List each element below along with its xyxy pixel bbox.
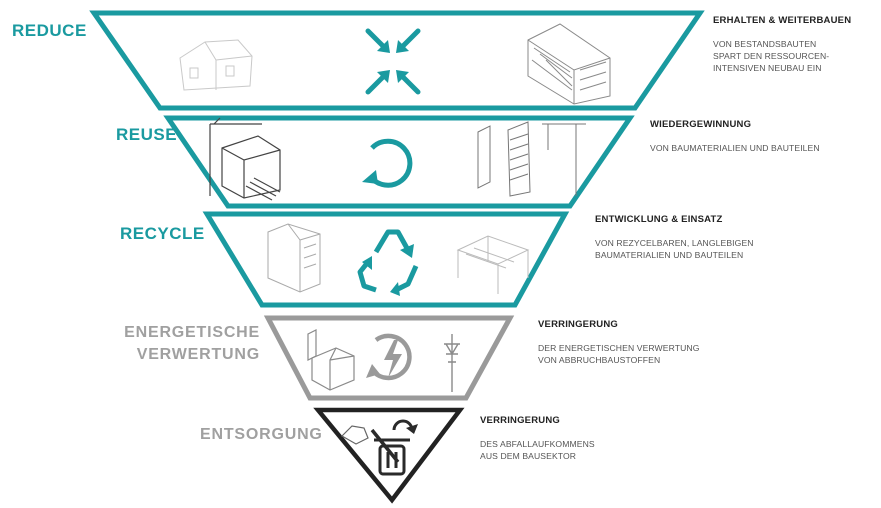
description-body: DES ABFALLAUFKOMMENS AUS DEM BAUSEKTOR (480, 438, 670, 462)
recycled-material-sketch (267, 223, 321, 293)
level-label-line: REDUCE (12, 21, 87, 40)
description-heading: WIEDERGEWINNUNG (650, 119, 752, 130)
description-line: VON BESTANDSBAUTEN (713, 39, 817, 49)
description-body: DER ENERGETISCHEN VERWERTUNG VON ABBRUCH… (538, 342, 728, 366)
description-line: VON BAUMATERIALIEN UND BAUTEILEN (650, 143, 820, 153)
description-line: VON REZYCELBAREN, LANGLEBIGEN (595, 238, 754, 248)
level-label-energetische-verwertung: ENERGETISCHE VERWERTUNG (112, 322, 260, 366)
description-line: DER ENERGETISCHEN VERWERTUNG (538, 343, 700, 353)
description-heading: VERRINGERUNG (538, 319, 618, 330)
level-label-entsorgung: ENTSORGUNG (200, 424, 323, 446)
level-label-line: RECYCLE (120, 224, 205, 243)
power-pylon-icon (444, 334, 460, 392)
compress-arrows-icon (365, 28, 421, 95)
rubble-sketch (341, 425, 369, 445)
energy-lightning-icon (366, 333, 412, 381)
building-block-sketch (527, 23, 611, 105)
level-label-line: REUSE (116, 125, 178, 144)
description-heading: ERHALTEN & WEITERBAUEN (713, 15, 852, 26)
old-house-sketch (179, 39, 253, 91)
description-line: BAUMATERIALIEN UND BAUTEILEN (595, 250, 744, 260)
description-body: VON REZYCELBAREN, LANGLEBIGEN BAUMATERIA… (595, 237, 785, 261)
description-entsorgung: VERRINGERUNG DES ABFALLAUFKOMMENS AUS DE… (480, 414, 670, 462)
level-energetische-verwertung (263, 315, 515, 401)
power-plant-sketch (307, 329, 355, 391)
circular-arrows-icon (362, 138, 413, 188)
level-entsorgung (313, 407, 465, 504)
description-line: INTENSIVEN NEUBAU EIN (713, 63, 822, 73)
description-heading: VERRINGERUNG (480, 415, 560, 426)
level-label-line: ENERGETISCHE (124, 324, 260, 341)
crane-deconstruction-sketch (209, 117, 281, 201)
reused-building-crane-sketch (477, 121, 586, 197)
description-line: DES ABFALLAUFKOMMENS (480, 439, 595, 449)
description-recycle: ENTWICKLUNG & EINSATZ VON REZYCELBAREN, … (595, 213, 785, 261)
level-recycle (202, 211, 570, 308)
description-body: VON BESTANDSBAUTEN SPART DEN RESSOURCEN-… (713, 38, 881, 74)
level-label-reuse: REUSE (116, 124, 177, 146)
description-reduce: ERHALTEN & WEITERBAUEN VON BESTANDSBAUTE… (713, 14, 881, 74)
description-line: SPART DEN RESSOURCEN- (713, 51, 830, 61)
description-line: AUS DEM BAUSEKTOR (480, 451, 577, 461)
description-heading: ENTWICKLUNG & EINSATZ (595, 214, 723, 225)
level-reuse (163, 115, 635, 209)
level-label-line: ENTSORGUNG (200, 426, 323, 443)
level-reduce (89, 10, 705, 111)
level-label-recycle: RECYCLE (120, 223, 205, 245)
frame-structure-sketch (456, 235, 530, 294)
description-reuse: WIEDERGEWINNUNG VON BAUMATERIALIEN UND B… (650, 118, 840, 154)
level-label-reduce: REDUCE (12, 20, 87, 42)
description-line: VON ABBRUCHBAUSTOFFEN (538, 355, 661, 365)
description-body: VON BAUMATERIALIEN UND BAUTEILEN (650, 142, 840, 154)
recycle-icon (357, 229, 419, 296)
description-energetische-verwertung: VERRINGERUNG DER ENERGETISCHEN VERWERTUN… (538, 318, 728, 366)
level-label-line: VERWERTUNG (136, 346, 260, 363)
trash-bin-icon (370, 419, 418, 476)
